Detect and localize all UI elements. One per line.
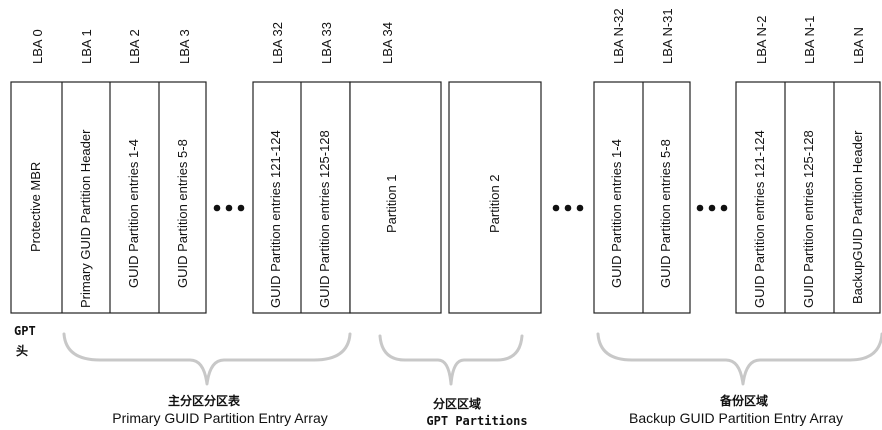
entries-121-124-block: GUID Partition entries 121-124 bbox=[268, 130, 283, 308]
backup-tail-group: GUID Partition entries 121-124 GUID Part… bbox=[735, 81, 881, 314]
partition-1-label: Partition 1 bbox=[384, 174, 399, 233]
backup-caption-en: Backup GUID Partition Entry Array bbox=[629, 410, 843, 426]
lba-label: LBA 33 bbox=[319, 22, 334, 64]
lba-label: LBA N-31 bbox=[660, 8, 675, 64]
lba-label: LBA 34 bbox=[380, 22, 395, 64]
lba-label: LBA N-32 bbox=[611, 8, 626, 64]
partitions-brace bbox=[378, 334, 524, 386]
lba-label: LBA 0 bbox=[30, 29, 45, 64]
backup-entries-1-4-block: GUID Partition entries 1-4 bbox=[609, 139, 624, 288]
entries-125-128-block: GUID Partition entries 125-128 bbox=[317, 130, 332, 308]
primary-entries-tail-group: GUID Partition entries 121-124 GUID Part… bbox=[252, 81, 351, 314]
backup-entries-121-124-block: GUID Partition entries 121-124 bbox=[752, 130, 767, 308]
ellipsis-dots bbox=[552, 204, 584, 212]
entries-5-8-block: GUID Partition entries 5-8 bbox=[175, 139, 190, 288]
primary-caption-cn: 主分区分区表 bbox=[168, 393, 241, 408]
backup-entries-5-8-block: GUID Partition entries 5-8 bbox=[658, 139, 673, 288]
partition-2-label: Partition 2 bbox=[487, 174, 502, 233]
primary-caption-en: Primary GUID Partition Entry Array bbox=[112, 410, 328, 426]
backup-entries-125-128-block: GUID Partition entries 125-128 bbox=[801, 130, 816, 308]
primary-brace bbox=[62, 332, 352, 386]
lba-label: LBA N-2 bbox=[754, 16, 769, 64]
partitions-caption-cn: 分区区域 bbox=[433, 396, 481, 411]
primary-header-group: Protective MBR Primary GUID Partition He… bbox=[10, 81, 207, 314]
ellipsis-dots bbox=[696, 204, 728, 212]
lba-label: LBA 2 bbox=[127, 29, 142, 64]
lba-label: LBA 32 bbox=[270, 22, 285, 64]
lba-label: LBA N bbox=[851, 27, 866, 64]
backup-entries-head-group: GUID Partition entries 1-4 GUID Partitio… bbox=[593, 81, 691, 314]
backup-caption-cn: 备份区域 bbox=[719, 393, 768, 408]
backup-header-block: BackupGUID Partition Header bbox=[850, 130, 865, 304]
partition-1-block bbox=[349, 81, 442, 314]
lba-label: LBA N-1 bbox=[802, 16, 817, 64]
backup-brace bbox=[596, 332, 882, 386]
gpt-head-label-cn: 头 bbox=[16, 343, 28, 358]
lba-label: LBA 3 bbox=[177, 29, 192, 64]
partitions-caption-en: GPT Partitions bbox=[426, 414, 527, 428]
partition-2-block bbox=[448, 81, 542, 314]
ellipsis-dots bbox=[213, 204, 245, 212]
entries-1-4-block: GUID Partition entries 1-4 bbox=[126, 139, 141, 288]
gpt-head-label: GPT bbox=[14, 324, 36, 338]
lba-label: LBA 1 bbox=[79, 29, 94, 64]
protective-mbr-block: Protective MBR bbox=[28, 162, 43, 252]
primary-header-block: Primary GUID Partition Header bbox=[78, 129, 93, 308]
